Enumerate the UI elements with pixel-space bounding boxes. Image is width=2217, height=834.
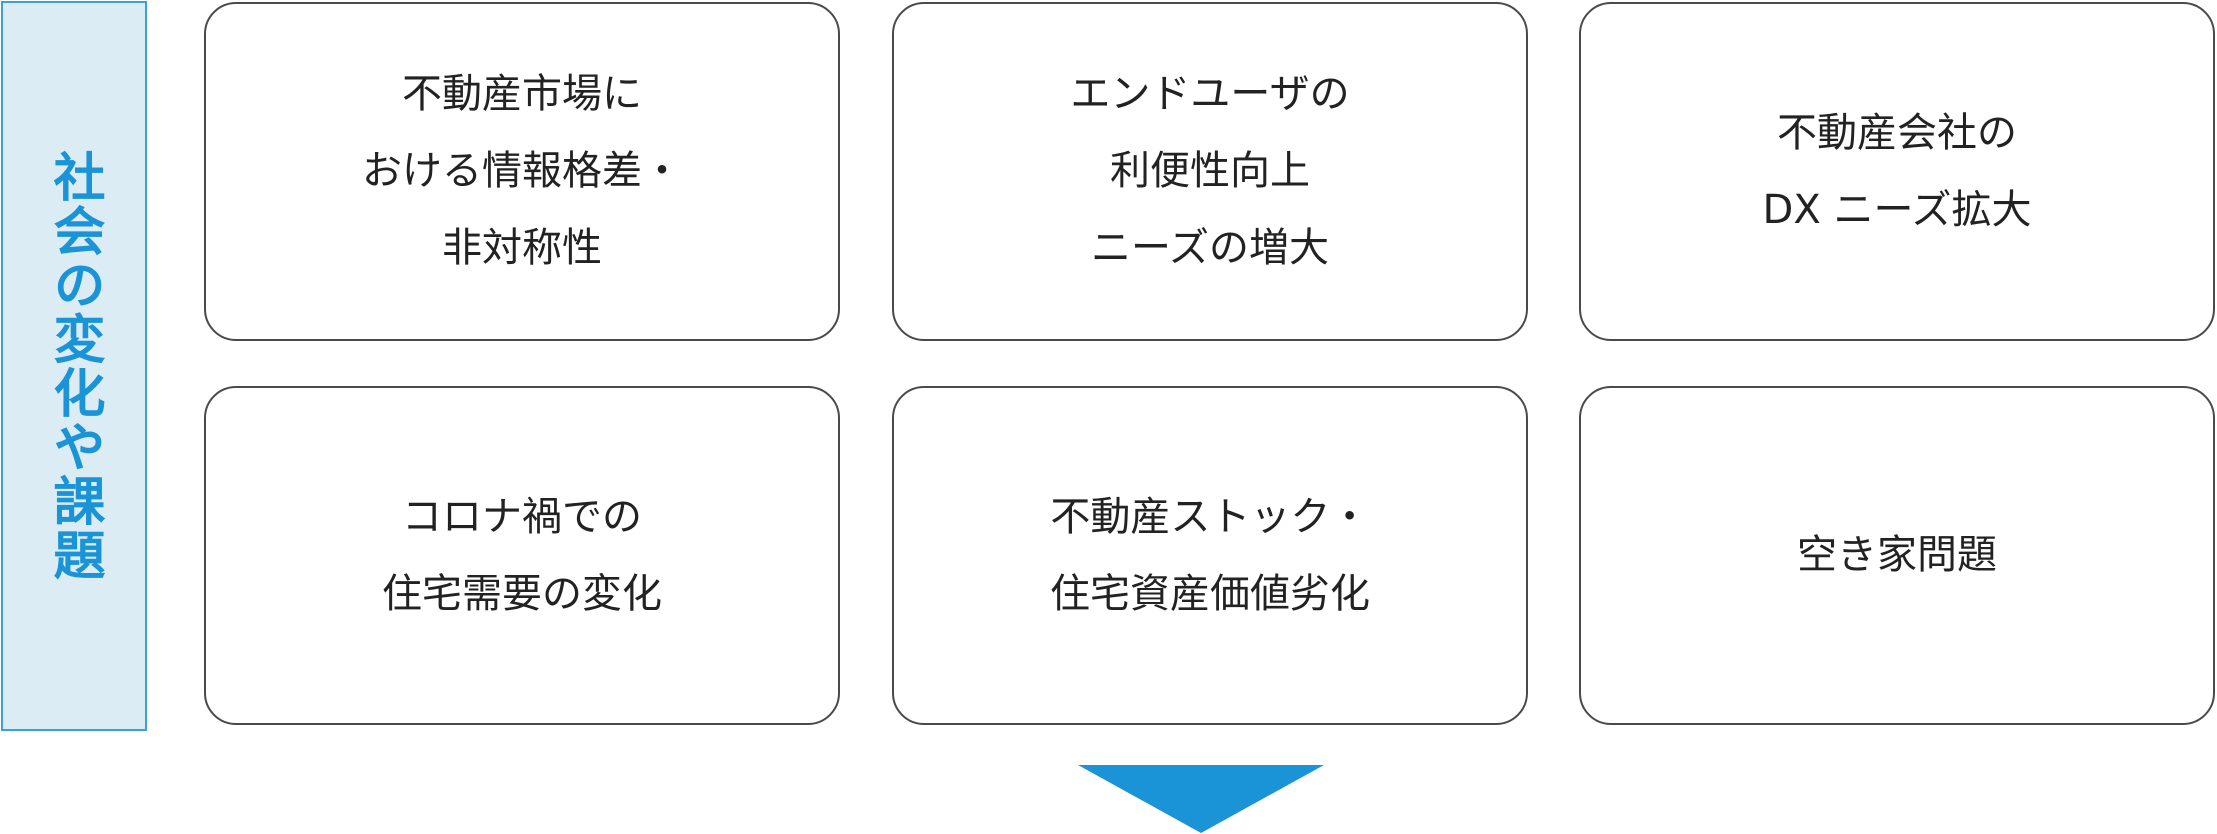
issue-card-vacant-houses: 空き家問題 [1579, 386, 2215, 725]
card-text-line: 不動産ストック・ [1050, 493, 1370, 540]
issue-card-grid: 不動産市場に おける情報格差・ 非対称性 エンドユーザの 利便性向上 ニーズの増… [204, 2, 2215, 727]
card-text-line: ニーズの増大 [1091, 225, 1329, 271]
card-text-line: エンドユーザの [1070, 71, 1350, 117]
card-text-line: 空き家問題 [1797, 532, 1997, 578]
issue-card-end-user-convenience: エンドユーザの 利便性向上 ニーズの増大 [892, 2, 1528, 341]
card-text-line: 住宅資産価値劣化 [1050, 570, 1370, 617]
issue-card-covid-housing-demand: コロナ禍での 住宅需要の変化 [204, 386, 840, 725]
card-text-line: コロナ禍での [402, 493, 642, 540]
issue-card-dx-needs: 不動産会社の DX ニーズ拡大 [1579, 2, 2215, 341]
issue-card-asset-value-decline: 不動産ストック・ 住宅資産価値劣化 [892, 386, 1528, 725]
side-category-label-text: 社会の変化や課題 [44, 150, 104, 582]
card-text-line: 非対称性 [442, 225, 602, 271]
card-text-line: 利便性向上 [1110, 148, 1310, 194]
card-text-line: 不動産会社の [1777, 109, 2017, 156]
issue-card-information-asymmetry: 不動産市場に おける情報格差・ 非対称性 [204, 2, 840, 341]
card-text-line: おける情報格差・ [362, 148, 682, 194]
side-category-label: 社会の変化や課題 [1, 1, 147, 731]
card-text-line: 不動産市場に [402, 71, 642, 117]
down-arrow-icon [1078, 765, 1324, 833]
card-text-line: 住宅需要の変化 [382, 570, 662, 617]
card-text-line: DX ニーズ拡大 [1762, 186, 2032, 233]
